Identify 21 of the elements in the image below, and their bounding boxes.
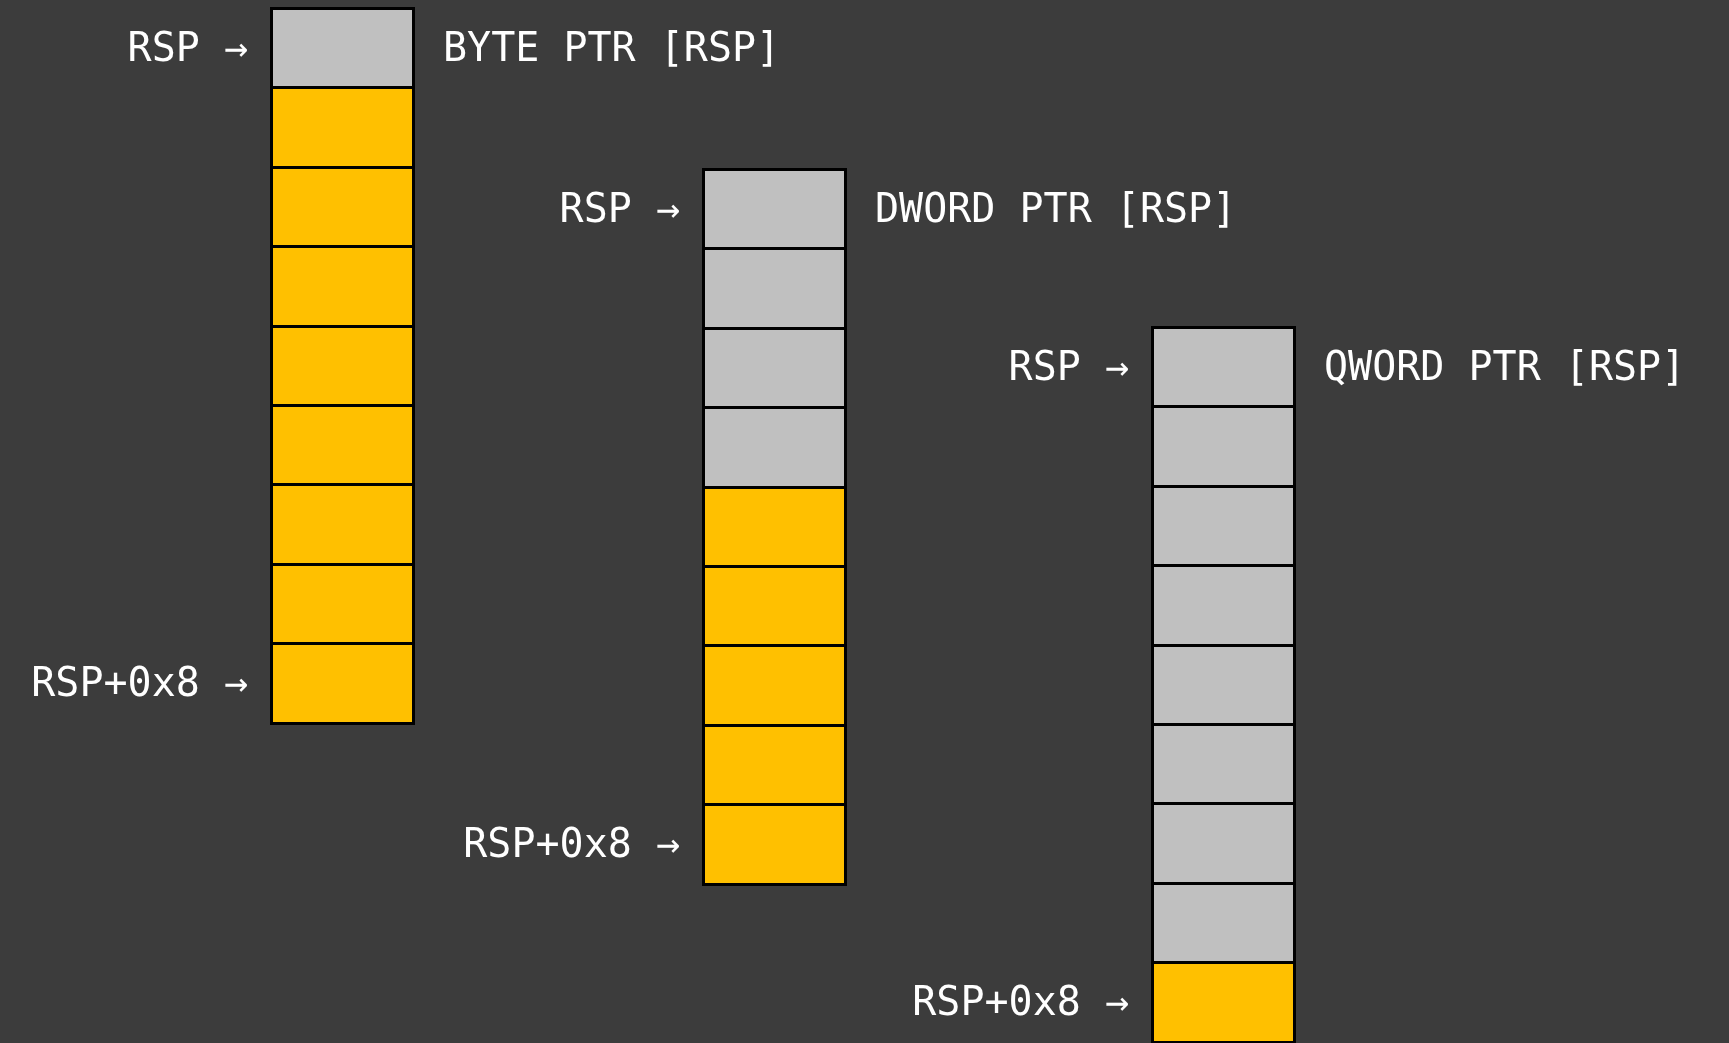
memory-cell: [270, 245, 415, 328]
operand-label: DWORD PTR [RSP]: [875, 183, 1237, 232]
memory-cell: [1151, 405, 1296, 488]
memory-cell: [1151, 564, 1296, 647]
pointer-label: RSP →: [1008, 341, 1129, 390]
memory-cell: [1151, 802, 1296, 885]
pointer-label: RSP+0x8 →: [912, 976, 1129, 1025]
pointer-label: RSP →: [127, 22, 248, 71]
operand-label: QWORD PTR [RSP]: [1324, 341, 1686, 390]
memory-cell: [702, 247, 847, 330]
memory-cell: [702, 406, 847, 489]
memory-cell: [270, 483, 415, 566]
operand-label: BYTE PTR [RSP]: [443, 22, 781, 71]
memory-cell: [702, 644, 847, 727]
pointer-label: RSP+0x8 →: [31, 657, 248, 706]
memory-cell: [270, 642, 415, 725]
pointer-label: RSP →: [559, 183, 680, 232]
pointer-label: RSP+0x8 →: [463, 818, 680, 867]
memory-cell: [1151, 961, 1296, 1043]
memory-cell: [270, 86, 415, 169]
memory-cell: [702, 803, 847, 886]
